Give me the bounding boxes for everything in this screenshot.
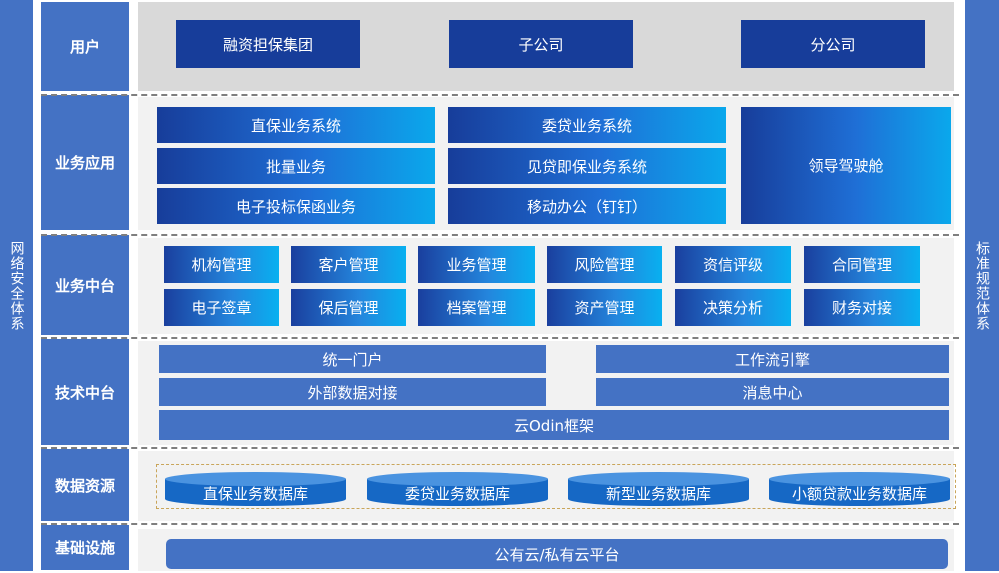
tech-odin-framework: 云Odin框架 [159, 410, 949, 440]
layer-label-infra: 基础设施 [41, 525, 129, 570]
db-label: 小额贷款业务数据库 [791, 484, 927, 503]
database-icon [769, 472, 950, 506]
tech-message-center: 消息中心 [596, 378, 949, 406]
mid-post-guarantee-mgmt: 保后管理 [291, 289, 406, 326]
database-icon [165, 472, 346, 506]
db-label: 新型业务数据库 [605, 484, 711, 503]
mid-risk-mgmt: 风险管理 [547, 246, 662, 283]
separator [41, 447, 959, 449]
mid-archive-mgmt: 档案管理 [418, 289, 535, 326]
db-direct-guarantee: 直保业务数据库 [165, 472, 346, 506]
app-entrusted-loan: 委贷业务系统 [448, 107, 726, 143]
tech-unified-portal: 统一门户 [159, 345, 546, 373]
layer-label-user: 用户 [41, 2, 129, 91]
db-microloan: 小额贷款业务数据库 [769, 472, 950, 506]
mid-credit-rating: 资信评级 [675, 246, 791, 283]
layer-label-tech-middle: 技术中台 [41, 339, 129, 445]
app-batch: 批量业务 [157, 148, 435, 184]
separator [41, 234, 959, 236]
mid-customer-mgmt: 客户管理 [291, 246, 406, 283]
tech-external-data: 外部数据对接 [159, 378, 546, 406]
infra-cloud-platform: 公有云/私有云平台 [166, 539, 948, 569]
layer-label-business-middle: 业务中台 [41, 235, 129, 335]
database-frame [156, 464, 956, 509]
mid-finance-integration: 财务对接 [804, 289, 920, 326]
mid-asset-mgmt: 资产管理 [547, 289, 662, 326]
separator [41, 94, 959, 96]
database-icon [367, 472, 548, 506]
network-security-sidebar: 网络安全体系 [0, 0, 33, 571]
mid-e-signature: 电子签章 [164, 289, 279, 326]
db-label: 委贷业务数据库 [404, 484, 510, 503]
app-direct-guarantee: 直保业务系统 [157, 107, 435, 143]
user-subsidiary: 子公司 [449, 20, 633, 68]
mid-decision-analysis: 决策分析 [675, 289, 791, 326]
user-group: 融资担保集团 [176, 20, 360, 68]
network-security-label: 网络安全体系 [8, 240, 25, 331]
app-cockpit: 领导驾驶舱 [741, 107, 951, 224]
app-e-bid-guarantee: 电子投标保函业务 [157, 188, 435, 224]
user-branch: 分公司 [741, 20, 925, 68]
layer-label-data: 数据资源 [41, 449, 129, 521]
layer-label-business-app: 业务应用 [41, 95, 129, 230]
db-label: 直保业务数据库 [202, 484, 308, 503]
mid-org-mgmt: 机构管理 [164, 246, 279, 283]
tech-workflow-engine: 工作流引擎 [596, 345, 949, 373]
db-entrusted-loan: 委贷业务数据库 [367, 472, 548, 506]
mid-business-mgmt: 业务管理 [418, 246, 535, 283]
mid-contract-mgmt: 合同管理 [804, 246, 920, 283]
app-mobile-office: 移动办公（钉钉） [448, 188, 726, 224]
separator [41, 337, 959, 339]
db-new-business: 新型业务数据库 [568, 472, 749, 506]
standards-label: 标准规范体系 [974, 240, 990, 331]
app-loan-guarantee: 见贷即保业务系统 [448, 148, 726, 184]
separator [41, 523, 959, 525]
database-icon [568, 472, 749, 506]
standards-sidebar: 标准规范体系 [965, 0, 999, 571]
